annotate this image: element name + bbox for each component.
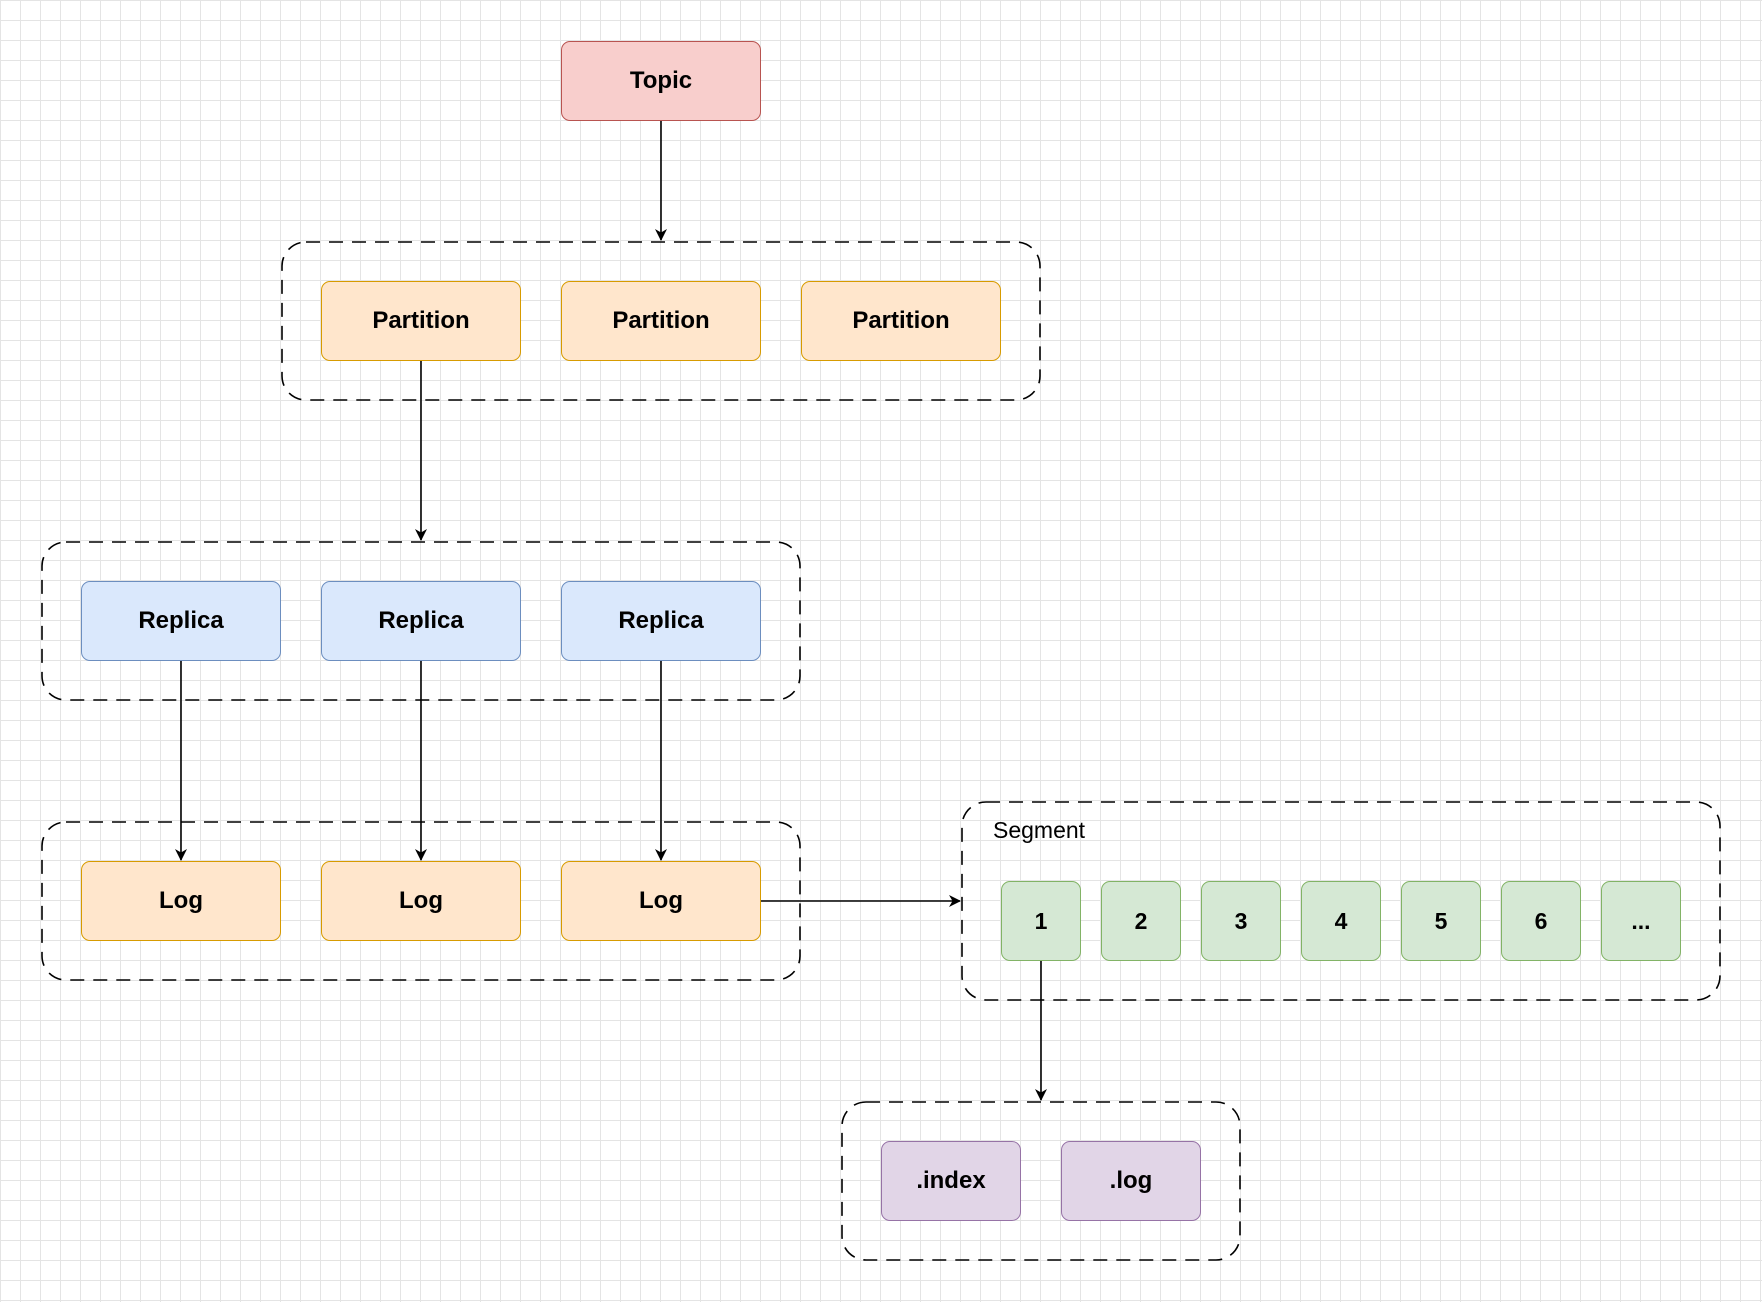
segment-item-1[interactable]: 1 xyxy=(1001,881,1081,961)
log-node-1[interactable]: Log xyxy=(81,861,281,941)
replica-node-2[interactable]: Replica xyxy=(321,581,521,661)
dashed-outline xyxy=(281,241,1041,401)
log-file-node[interactable]: .log xyxy=(1061,1141,1201,1221)
log-node-3[interactable]: Log xyxy=(561,861,761,941)
partition-group xyxy=(281,241,1041,401)
segment-item-6[interactable]: 6 xyxy=(1501,881,1581,961)
segment-group-border xyxy=(961,801,1721,1001)
partition-node-3[interactable]: Partition xyxy=(801,281,1001,361)
partition-group-border xyxy=(281,241,1041,401)
file-group xyxy=(841,1101,1241,1261)
file-group-border xyxy=(841,1101,1241,1261)
replica-node-3[interactable]: Replica xyxy=(561,581,761,661)
segment-item-5[interactable]: 5 xyxy=(1401,881,1481,961)
segment-item-3[interactable]: 3 xyxy=(1201,881,1281,961)
dashed-outline xyxy=(841,1101,1241,1261)
segment-item-4[interactable]: 4 xyxy=(1301,881,1381,961)
segment-group xyxy=(961,801,1721,1001)
topic-node[interactable]: Topic xyxy=(561,41,761,121)
segment-title: Segment xyxy=(993,817,1086,843)
index-file-node[interactable]: .index xyxy=(881,1141,1021,1221)
segment-item-2[interactable]: 2 xyxy=(1101,881,1181,961)
partition-node-1[interactable]: Partition xyxy=(321,281,521,361)
dashed-outline xyxy=(961,801,1721,1001)
log-node-2[interactable]: Log xyxy=(321,861,521,941)
segment-item-more[interactable]: ... xyxy=(1601,881,1681,961)
partition-node-2[interactable]: Partition xyxy=(561,281,761,361)
replica-node-1[interactable]: Replica xyxy=(81,581,281,661)
